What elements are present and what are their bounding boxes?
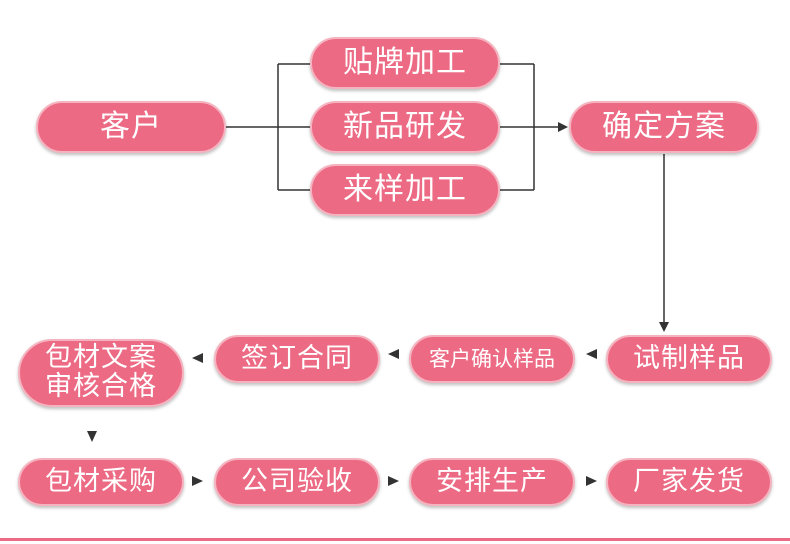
node-packaging-review-line1: 包材文案: [45, 342, 157, 374]
node-sample-processing: 来样加工: [310, 164, 500, 216]
node-packaging-review-line2: 审核合格: [45, 371, 157, 402]
arrow-left-contract-to-review: [192, 353, 203, 363]
node-customer: 客户: [36, 101, 226, 153]
arrow-down-review-to-purchase: [87, 431, 97, 442]
node-trial-sample: 试制样品: [606, 335, 772, 383]
bottom-divider: [0, 538, 790, 541]
node-confirm-plan: 确定方案: [569, 101, 759, 153]
node-new-product-rd: 新品研发: [310, 101, 500, 153]
node-factory-shipping: 厂家发货: [606, 458, 772, 506]
arrow-right-purchase-to-inspection: [192, 476, 203, 486]
node-sign-contract: 签订合同: [214, 335, 380, 383]
node-company-inspection: 公司验收: [214, 458, 380, 506]
node-oem-processing: 贴牌加工: [310, 37, 500, 89]
arrow-right-production-to-shipping: [586, 476, 597, 486]
arrow-left-trial-to-confirm-sample: [586, 349, 597, 359]
node-packaging-review: 包材文案 审核合格: [18, 339, 184, 407]
arrow-left-confirm-sample-to-contract: [388, 349, 399, 359]
node-packaging-purchase: 包材采购: [18, 458, 184, 506]
arrow-right-inspection-to-production: [388, 476, 399, 486]
node-arrange-production: 安排生产: [409, 458, 575, 506]
node-customer-confirm-sample: 客户确认样品: [409, 335, 575, 383]
